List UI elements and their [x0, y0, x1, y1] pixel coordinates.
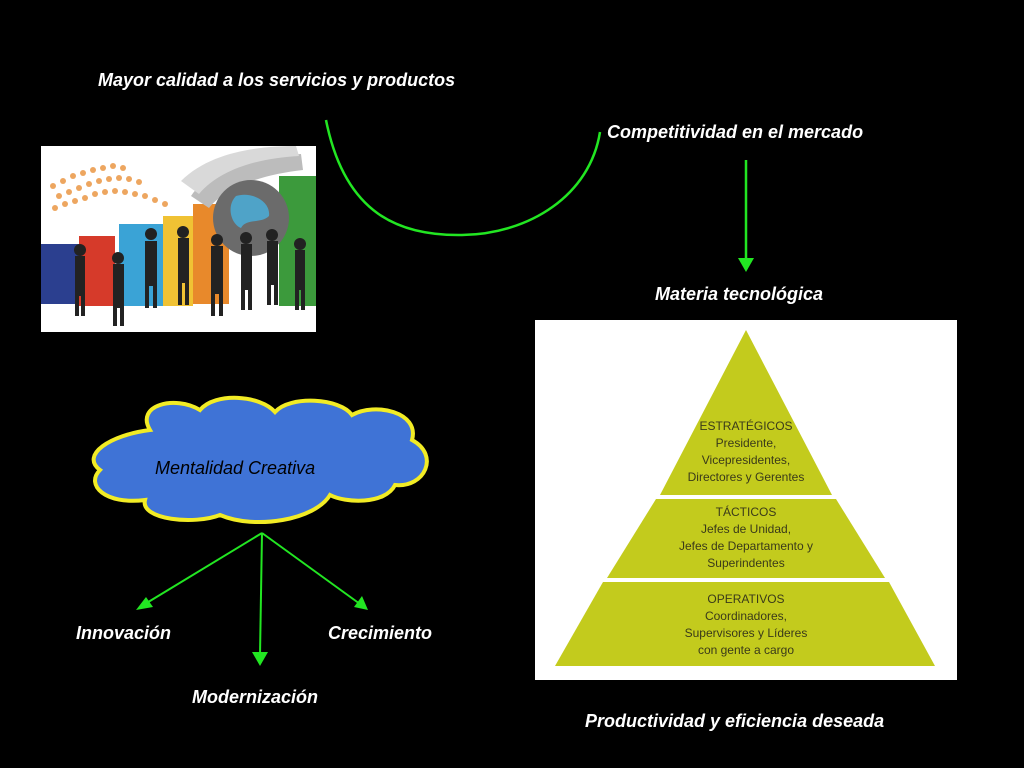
pyramid-tier-tactical — [607, 499, 885, 578]
pyramid-graphic — [555, 330, 935, 666]
arrow-to-innovacion — [144, 532, 263, 605]
organization-pyramid: ESTRATÉGICOS Presidente, Vicepresidentes… — [535, 320, 957, 680]
label-modernizacion: Modernización — [192, 687, 319, 707]
pyramid-text-tactical: TÁCTICOS Jefes de Unidad, Jefes de Depar… — [535, 504, 957, 572]
tier-line: ESTRATÉGICOS — [699, 419, 793, 433]
arrowhead-materia — [738, 258, 754, 272]
tier-line: Superindentes — [707, 556, 785, 570]
connector-arc — [324, 119, 602, 237]
label-productividad: Productividad y eficiencia deseada — [585, 711, 885, 731]
label-competitividad: Competitividad en el mercado — [607, 122, 864, 142]
arrow-to-modernizacion — [259, 532, 263, 656]
tier-line: Jefes de Departamento y — [678, 539, 814, 553]
label-innovacion: Innovación — [76, 623, 172, 643]
pyramid-text-strategic: ESTRATÉGICOS Presidente, Vicepresidentes… — [535, 418, 957, 486]
arrowhead-modernizacion — [252, 652, 268, 666]
tier-line: OPERATIVOS — [707, 592, 785, 606]
label-crecimiento: Crecimiento — [328, 623, 433, 643]
tier-line: TÁCTICOS — [715, 505, 777, 519]
pyramid-text-operative: OPERATIVOS Coordinadores, Supervisores y… — [535, 591, 957, 659]
arrowhead-crecimiento — [354, 596, 368, 610]
arrow-to-crecimiento — [261, 532, 361, 605]
label-mayor-calidad: Mayor calidad a los servicios y producto… — [98, 70, 456, 90]
business-people-globe-illustration — [41, 146, 316, 332]
tier-line: Coordinadores, — [704, 609, 788, 623]
cloud-label: Mentalidad Creativa — [155, 458, 316, 478]
tier-line: Vicepresidentes, — [701, 453, 791, 467]
illustration-graphic — [41, 146, 316, 326]
pyramid-tier-operative — [555, 582, 935, 666]
tier-line: Directores y Gerentes — [687, 470, 805, 484]
tier-line: con gente a cargo — [697, 643, 795, 657]
tier-line: Supervisores y Líderes — [684, 626, 808, 640]
pyramid-tier-strategic — [660, 330, 832, 495]
cloud-shape — [91, 395, 429, 525]
tier-line: Jefes de Unidad, — [700, 522, 792, 536]
label-materia-tecnologica: Materia tecnológica — [655, 284, 824, 304]
arrowhead-innovacion — [136, 597, 153, 610]
tier-line: Presidente, — [715, 436, 777, 450]
